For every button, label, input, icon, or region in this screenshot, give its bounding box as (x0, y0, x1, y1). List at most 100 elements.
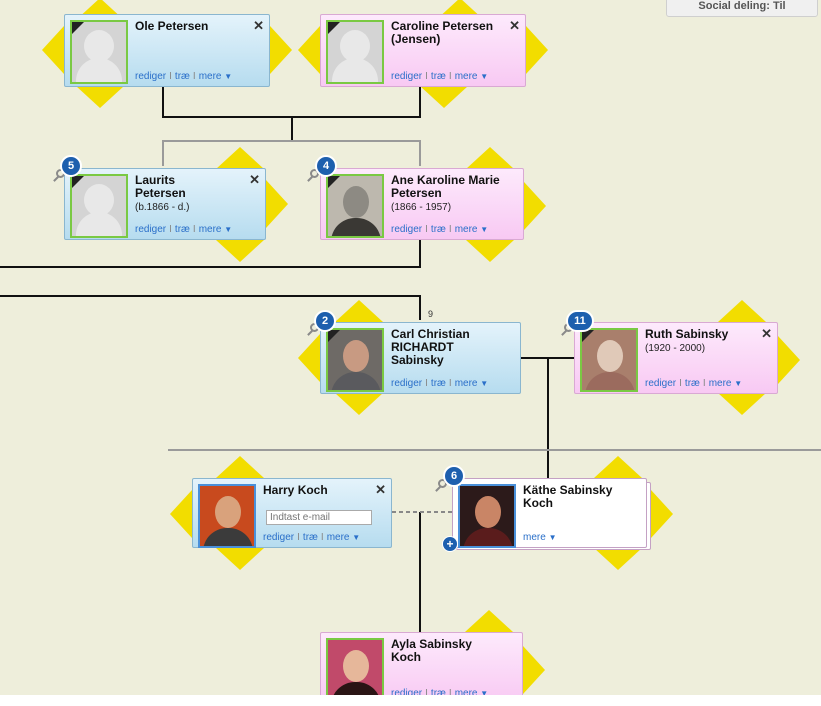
caroline-arrow-down[interactable] (420, 86, 468, 108)
tree-link[interactable]: træ (302, 532, 318, 543)
tree-link[interactable]: træ (430, 71, 446, 82)
chevron-down-icon[interactable]: ▼ (548, 533, 557, 542)
tree-link[interactable]: træ (430, 688, 446, 695)
chevron-down-icon[interactable]: ▼ (352, 533, 361, 542)
harry-arrow-up[interactable] (216, 456, 264, 478)
person-card-carl-christian-richardt-sabinsky[interactable]: Carl Christian RICHARDT Sabinsky rediger… (320, 322, 521, 394)
edit-link[interactable]: rediger (391, 688, 423, 695)
more-link[interactable]: mere (708, 378, 732, 389)
laurits-arrow-right[interactable] (266, 180, 288, 228)
chevron-down-icon[interactable]: ▼ (480, 689, 489, 695)
laurits-arrow-up[interactable] (216, 147, 264, 169)
close-icon[interactable]: ✕ (375, 482, 386, 497)
relatives-count-badge[interactable]: 6 (443, 465, 465, 487)
relatives-count-badge[interactable]: 4 (315, 155, 337, 177)
ruth-arrow-right[interactable] (778, 336, 800, 384)
edit-link[interactable]: rediger (645, 378, 677, 389)
more-link[interactable]: mere (523, 532, 546, 543)
person-photo (326, 174, 384, 238)
kathe-arrow-up[interactable] (594, 456, 642, 478)
ruth-arrow-down[interactable] (718, 393, 766, 415)
carl-arrow-left[interactable] (298, 334, 320, 382)
person-name: Caroline Petersen (Jensen) (391, 19, 494, 46)
more-link[interactable]: mere (326, 532, 350, 543)
silhouette-body-icon (76, 58, 122, 82)
edit-link[interactable]: rediger (391, 224, 423, 235)
deceased-ribbon-icon (328, 176, 340, 188)
ole-arrow-right[interactable] (270, 26, 292, 74)
ane-arrow-down[interactable] (466, 240, 514, 262)
tree-link[interactable]: træ (684, 378, 700, 389)
tree-link[interactable]: træ (430, 378, 446, 389)
person-photo (198, 484, 256, 548)
link-separator: I (169, 224, 172, 235)
person-name: Ane Karoline Marie Petersen (391, 173, 500, 200)
harry-arrow-left[interactable] (170, 490, 192, 538)
edit-link[interactable]: rediger (391, 71, 423, 82)
close-icon[interactable]: ✕ (253, 18, 264, 33)
generation-label: 9 (428, 309, 434, 319)
more-link[interactable]: mere (454, 378, 478, 389)
social-sharing-toggle[interactable]: Social deling: Til (666, 0, 818, 17)
edit-link[interactable]: rediger (391, 378, 423, 389)
ole-arrow-left[interactable] (42, 26, 64, 74)
more-link[interactable]: mere (198, 71, 222, 82)
tree-link[interactable]: træ (430, 224, 446, 235)
edit-link[interactable]: rediger (135, 71, 167, 82)
relatives-count-badge[interactable]: 2 (314, 310, 336, 332)
carl-arrow-down[interactable] (335, 393, 383, 415)
tree-link[interactable]: træ (174, 224, 190, 235)
chevron-down-icon[interactable]: ▼ (224, 72, 233, 81)
more-link[interactable]: mere (454, 224, 478, 235)
face-portrait (343, 340, 369, 372)
chevron-down-icon[interactable]: ▼ (480, 379, 489, 388)
chevron-down-icon[interactable]: ▼ (480, 225, 489, 234)
more-link[interactable]: mere (454, 688, 478, 695)
kathe-arrow-down[interactable] (594, 548, 642, 570)
chevron-down-icon[interactable]: ▼ (224, 225, 233, 234)
close-icon[interactable]: ✕ (761, 326, 772, 341)
harry-arrow-down[interactable] (216, 548, 264, 570)
ole-arrow-down[interactable] (76, 86, 124, 108)
carl-arrow-up[interactable] (335, 300, 383, 322)
close-icon[interactable]: ✕ (249, 172, 260, 187)
add-relative-icon[interactable]: + (442, 536, 458, 552)
tree-link[interactable]: træ (174, 71, 190, 82)
caroline-arrow-right[interactable] (526, 26, 548, 74)
relatives-count-badge[interactable]: 11 (566, 310, 594, 332)
edit-link[interactable]: rediger (263, 532, 295, 543)
kathe-arrow-right[interactable] (651, 490, 673, 538)
laurits-arrow-down[interactable] (216, 240, 264, 262)
link-separator: I (425, 71, 428, 82)
ruth-arrow-up[interactable] (718, 300, 766, 322)
ayla-arrow-right[interactable] (523, 646, 545, 694)
deceased-ribbon-icon (72, 176, 84, 188)
chevron-down-icon[interactable]: ▼ (480, 72, 489, 81)
more-link[interactable]: mere (454, 71, 478, 82)
deceased-ribbon-icon (328, 22, 340, 34)
email-field[interactable] (266, 510, 372, 525)
ane-arrow-right[interactable] (524, 182, 546, 230)
more-link[interactable]: mere (198, 224, 222, 235)
chevron-down-icon[interactable]: ▼ (734, 379, 743, 388)
caroline-arrow-left[interactable] (298, 26, 320, 74)
person-card-ane-karoline-marie-petersen[interactable]: Ane Karoline Marie Petersen (1866 - 1957… (320, 168, 524, 240)
person-card-laurits-petersen[interactable]: Laurits Petersen (b.1866 - d.) ✕ rediger… (64, 168, 266, 240)
ayla-arrow-up[interactable] (465, 610, 513, 632)
link-separator: I (169, 71, 172, 82)
person-card-kathe-sabinsky-koch[interactable]: Käthe Sabinsky Koch mere ▼ (452, 478, 647, 548)
deceased-ribbon-icon (582, 330, 594, 342)
person-name: Ruth Sabinsky (645, 327, 729, 341)
ane-arrow-up[interactable] (466, 147, 514, 169)
edit-link[interactable]: rediger (135, 224, 167, 235)
close-icon[interactable]: ✕ (509, 18, 520, 33)
relatives-count-badge[interactable]: 5 (60, 155, 82, 177)
person-photo (326, 328, 384, 392)
